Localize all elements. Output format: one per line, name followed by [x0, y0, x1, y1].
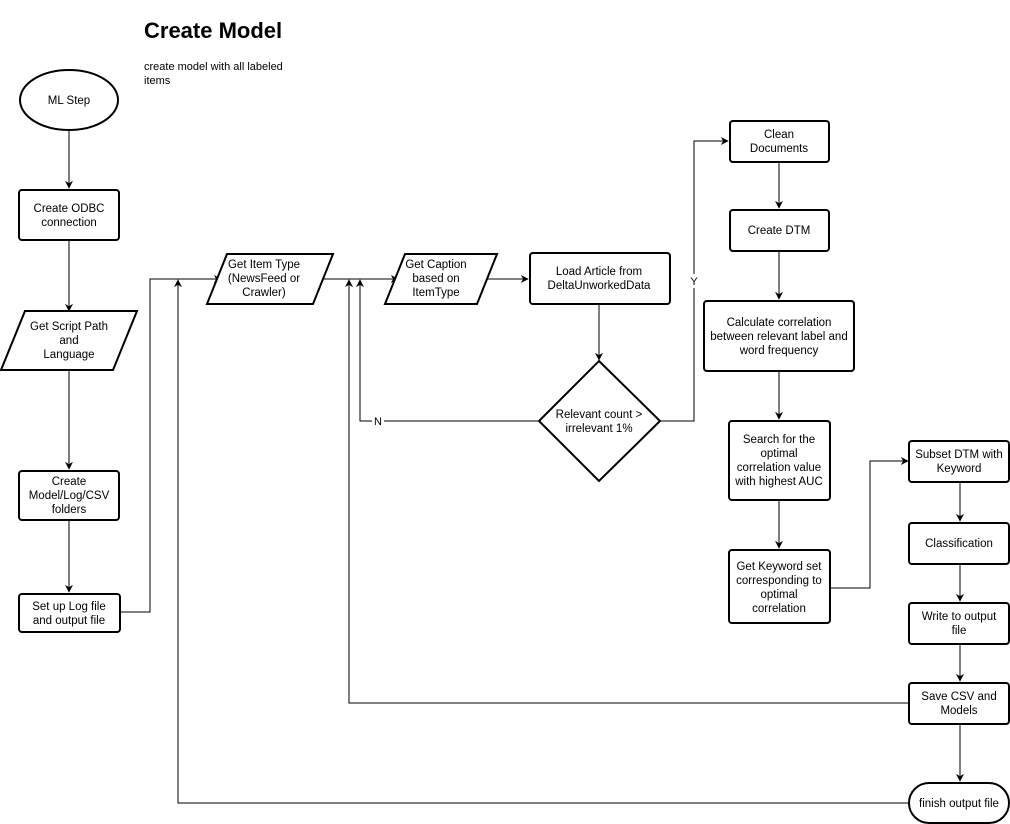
node-label-search-optimal-line-1: Search for the: [743, 434, 815, 446]
node-label-classification-line-1: Classification: [925, 538, 993, 550]
node-label-clean-documents-line-2: Documents: [750, 143, 808, 155]
node-label-create-folders-line-1: Create: [52, 476, 87, 488]
node-setup-log: Set up Log file and output file: [18, 593, 121, 633]
node-label-get-script-path-line-3: Language: [43, 349, 94, 361]
node-write-output: Write to output file: [908, 602, 1010, 645]
node-label-get-keyword-set-line-1: Get Keyword set: [736, 561, 822, 573]
node-label-write-output-line-1: Write to output: [922, 611, 997, 623]
node-label-search-optimal-line-4: with highest AUC: [734, 476, 823, 488]
node-label-get-caption-line-3: ItemType: [412, 287, 459, 299]
edge-finish-loop-to-start: [174, 279, 908, 804]
node-relevant-count-decision: Relevant count > irrelevant 1%: [537, 359, 662, 483]
node-create-odbc: Create ODBC connection: [18, 189, 120, 241]
node-label-load-article-line-2: DeltaUnworkedData: [548, 280, 652, 292]
node-get-caption: Get Caption based on ItemType: [383, 253, 499, 305]
node-label-create-folders-line-2: Model/Log/CSV: [29, 490, 110, 502]
node-label-write-output-line-2: file: [952, 625, 967, 637]
page-title: Create Model: [144, 18, 282, 43]
node-label-get-script-path-line-2: and: [59, 335, 78, 347]
node-label-create-dtm-line-1: Create DTM: [748, 225, 811, 237]
edge-label-yes-bg: [688, 274, 700, 288]
node-classification: Classification: [908, 522, 1010, 565]
node-label-subset-dtm-line-2: Keyword: [937, 463, 982, 475]
node-label-ml-step-line-1: ML Step: [48, 95, 90, 107]
node-label-finish-output-line-1: finish output file: [919, 798, 999, 810]
page-subtitle-line-1: create model with all labeled: [144, 61, 283, 73]
node-create-dtm: Create DTM: [729, 209, 830, 252]
node-label-load-article-line-1: Load Article from: [556, 266, 642, 278]
node-label-create-odbc-line-1: Create ODBC: [34, 203, 105, 215]
node-label-search-optimal-line-2: optimal: [760, 448, 797, 460]
node-label-calc-correlation-line-3: word frequency: [739, 345, 819, 357]
node-label-create-folders-line-3: folders: [52, 504, 87, 516]
edges: [65, 130, 964, 804]
edge-label-no: N: [374, 416, 382, 428]
node-calculate-correlation: Calculate correlation between relevant la…: [703, 300, 855, 372]
node-label-get-keyword-set-line-2: corresponding to: [736, 575, 822, 587]
edge-decision-no-to-caption: [356, 279, 539, 422]
node-label-get-item-type-line-3: Crawler): [242, 287, 286, 299]
node-get-item-type: Get Item Type (NewsFeed or Crawler): [205, 253, 335, 305]
node-search-optimal: Search for the optimal correlation value wi…: [728, 420, 831, 501]
edge-save-loop-to-itemtype: [345, 279, 908, 704]
node-label-setup-log-line-2: and output file: [33, 615, 105, 627]
node-label-get-keyword-set-line-3: optimal: [760, 589, 797, 601]
node-label-subset-dtm-line-1: Subset DTM with: [915, 449, 1003, 461]
node-label-get-keyword-set-line-4: correlation: [752, 603, 806, 615]
node-label-relevant-count-line-2: irrelevant 1%: [565, 423, 632, 435]
edge-label-no-bg: [372, 414, 384, 428]
node-get-keyword-set: Get Keyword set corresponding to optimal co…: [728, 549, 831, 624]
node-label-save-csv-line-1: Save CSV and: [921, 691, 996, 703]
node-label-save-csv-line-2: Models: [940, 705, 977, 717]
node-label-search-optimal-line-3: correlation value: [737, 462, 821, 474]
node-label-get-script-path-line-1: Get Script Path: [30, 321, 108, 333]
node-label-create-odbc-line-2: connection: [41, 217, 97, 229]
node-label-get-caption-line-1: Get Caption: [405, 259, 466, 271]
edge-keywordset-to-subsetdtm: [830, 457, 909, 589]
node-label-setup-log-line-1: Set up Log file: [32, 601, 106, 613]
page-subtitle-line-2: items: [144, 75, 171, 87]
node-label-get-item-type-line-1: Get Item Type: [228, 259, 300, 271]
node-ml-step: ML Step: [19, 69, 119, 131]
node-label-relevant-count-line-1: Relevant count >: [556, 409, 643, 421]
edge-setuplog-to-itemtype: [120, 275, 222, 613]
node-label-get-caption-line-2: based on: [412, 273, 459, 285]
edge-label-yes: Y: [690, 276, 698, 288]
node-finish-output-file: finish output file: [908, 782, 1010, 824]
node-label-calc-correlation-line-1: Calculate correlation: [727, 317, 832, 329]
node-label-clean-documents-line-1: Clean: [764, 129, 794, 141]
node-label-calc-correlation-line-2: between relevant label and: [710, 331, 847, 343]
node-label-get-item-type-line-2: (NewsFeed or: [228, 273, 300, 285]
